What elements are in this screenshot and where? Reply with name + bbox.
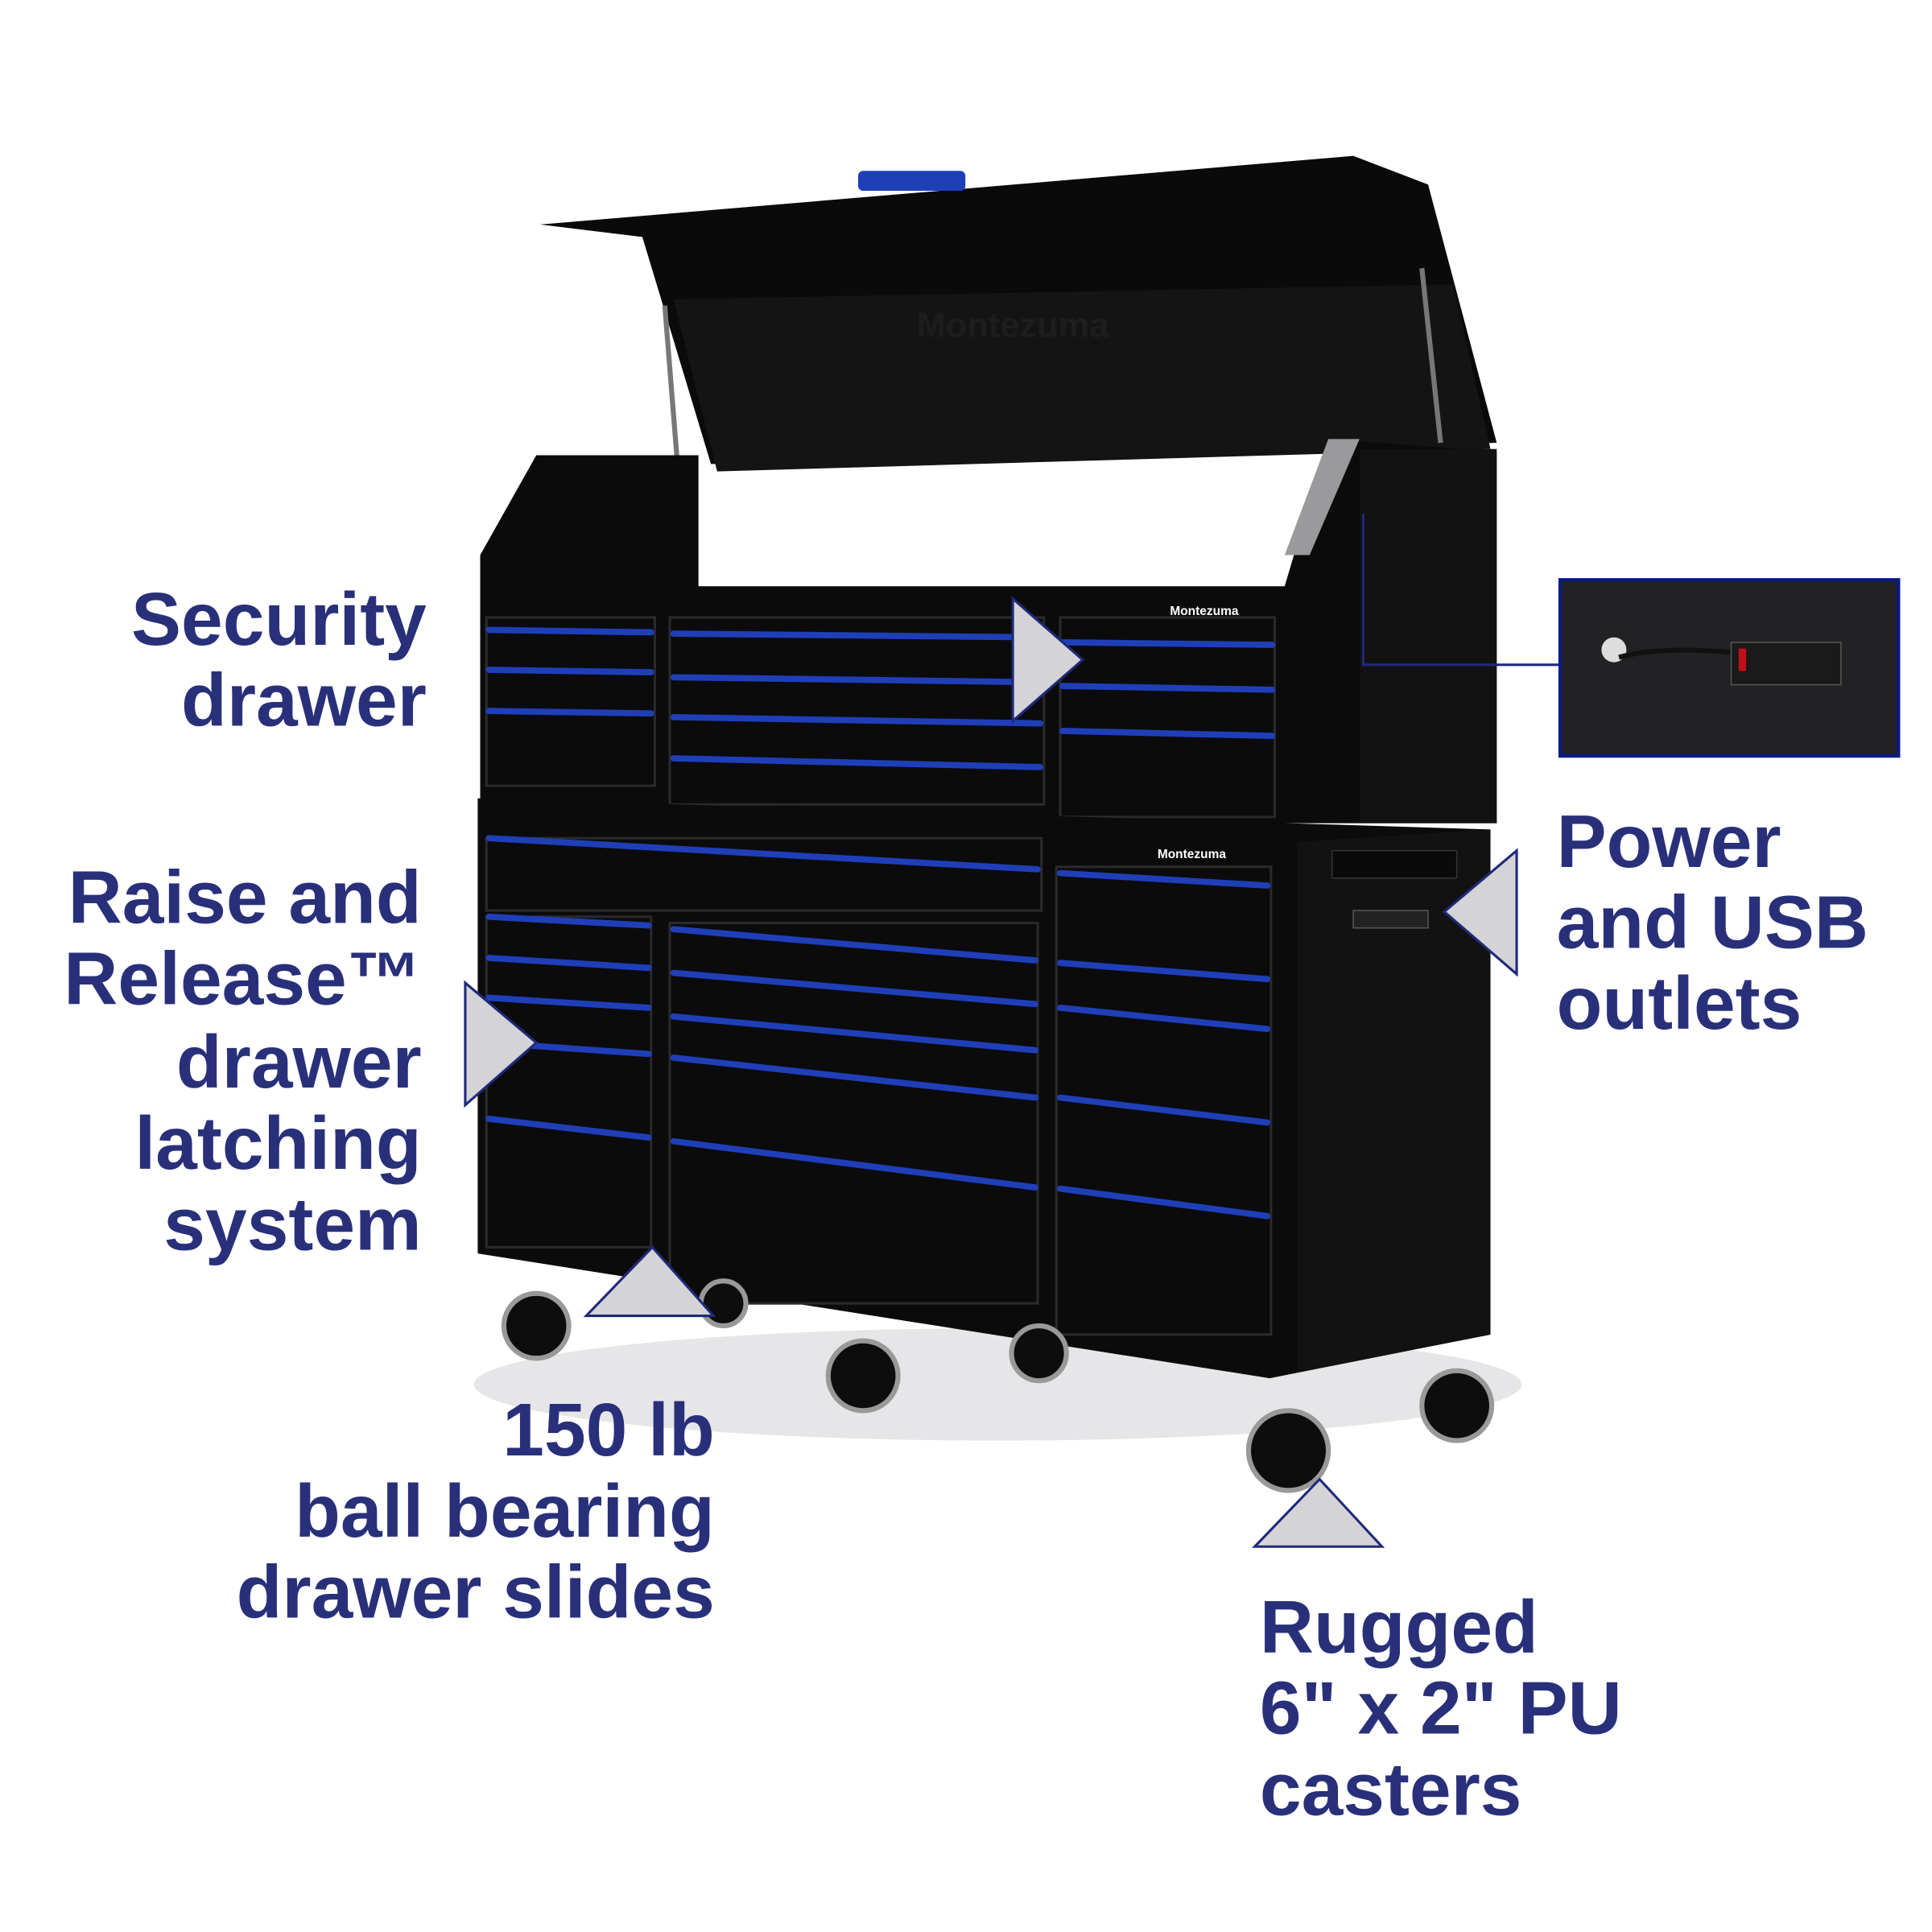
label-security-drawer: Security drawer — [131, 577, 427, 742]
svg-text:and USB: and USB — [1557, 881, 1868, 964]
top-drawers — [485, 616, 1277, 819]
power-switch — [1738, 648, 1747, 671]
svg-text:casters: casters — [1260, 1747, 1522, 1831]
label-power-outlets: Power and USB outlets — [1557, 799, 1868, 1045]
bottom-drawers — [485, 835, 1273, 1336]
outlet-inset-photo — [1361, 514, 1901, 758]
marker-drawer-slides — [583, 1245, 716, 1318]
lid-handle[interactable] — [857, 171, 966, 192]
gas-strut — [1419, 267, 1443, 444]
side-power-strip — [1352, 910, 1429, 929]
svg-text:system: system — [163, 1182, 421, 1265]
svg-text:Raise and: Raise and — [68, 856, 422, 939]
svg-text:150 lb: 150 lb — [502, 1388, 715, 1472]
svg-text:Power: Power — [1557, 799, 1781, 883]
side-handle[interactable] — [1331, 849, 1458, 879]
brand-badge: Montezuma — [1170, 605, 1239, 618]
side-panel — [1359, 448, 1497, 824]
label-drawer-slides: 150 lb ball bearing drawer slides — [237, 1388, 715, 1633]
label-casters: Rugged 6" x 2" PU casters — [1260, 1585, 1622, 1831]
svg-text:Security: Security — [131, 577, 427, 661]
svg-text:Release™: Release™ — [64, 936, 421, 1020]
label-raise-release: Raise and Release™ drawer latching syste… — [64, 856, 421, 1266]
svg-text:latching: latching — [134, 1101, 421, 1185]
svg-text:drawer slides: drawer slides — [237, 1550, 715, 1634]
svg-text:Rugged: Rugged — [1260, 1585, 1538, 1669]
marker-security-drawer — [1011, 596, 1085, 724]
svg-text:drawer: drawer — [181, 658, 427, 742]
marker-raise-release — [464, 980, 539, 1108]
marker-casters — [1252, 1477, 1385, 1548]
lid-logo: Montezuma — [917, 306, 1109, 345]
svg-text:outlets: outlets — [1557, 961, 1802, 1045]
svg-text:ball bearing: ball bearing — [295, 1469, 715, 1553]
brand-badge: Montezuma — [1158, 848, 1227, 861]
svg-text:drawer: drawer — [176, 1020, 422, 1104]
svg-text:6" x 2" PU: 6" x 2" PU — [1260, 1666, 1622, 1750]
casters — [501, 1278, 1495, 1493]
marker-power — [1442, 848, 1518, 977]
